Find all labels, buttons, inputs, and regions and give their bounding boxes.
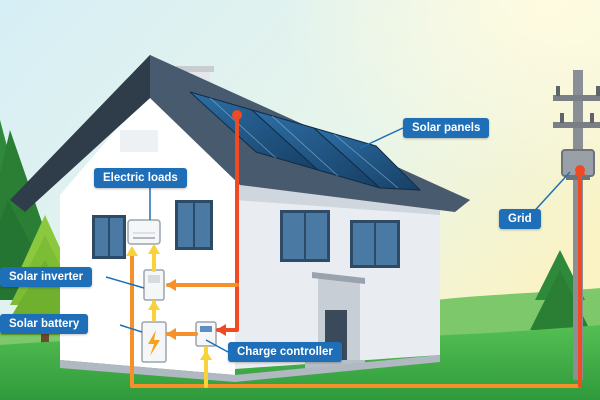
house bbox=[10, 55, 470, 382]
panel-connection-dot bbox=[232, 110, 242, 120]
arrow-to-inverter bbox=[166, 279, 176, 291]
window-side-left bbox=[280, 210, 330, 262]
solar-battery-unit bbox=[141, 321, 167, 363]
window-front-right bbox=[175, 200, 213, 250]
window-front-left bbox=[92, 215, 126, 259]
lightning-bolt-icon bbox=[148, 330, 160, 356]
arrow-to-controller bbox=[216, 324, 226, 336]
grid-connection-dot bbox=[575, 165, 585, 175]
label-solar-inverter: Solar inverter bbox=[0, 267, 93, 287]
solar-inverter-unit bbox=[143, 269, 165, 301]
label-electric-loads: Electric loads bbox=[94, 168, 187, 188]
arrow-up-inverter bbox=[148, 300, 160, 310]
arrow-up-left bbox=[126, 246, 138, 256]
label-solar-battery: Solar battery bbox=[0, 314, 89, 334]
arrow-up-controller bbox=[200, 350, 212, 360]
electric-loads-ac-unit bbox=[127, 219, 161, 245]
arrow-to-battery bbox=[166, 328, 176, 340]
label-charge-controller: Charge controller bbox=[228, 342, 342, 362]
arrow-to-loads bbox=[148, 244, 160, 254]
flow-arrows bbox=[126, 166, 586, 360]
label-grid: Grid bbox=[499, 209, 541, 229]
window-side-right bbox=[350, 220, 400, 268]
solar-panel-array bbox=[189, 91, 422, 191]
steps bbox=[305, 360, 365, 368]
charge-controller-unit bbox=[195, 321, 217, 347]
label-solar-panels: Solar panels bbox=[403, 118, 490, 138]
